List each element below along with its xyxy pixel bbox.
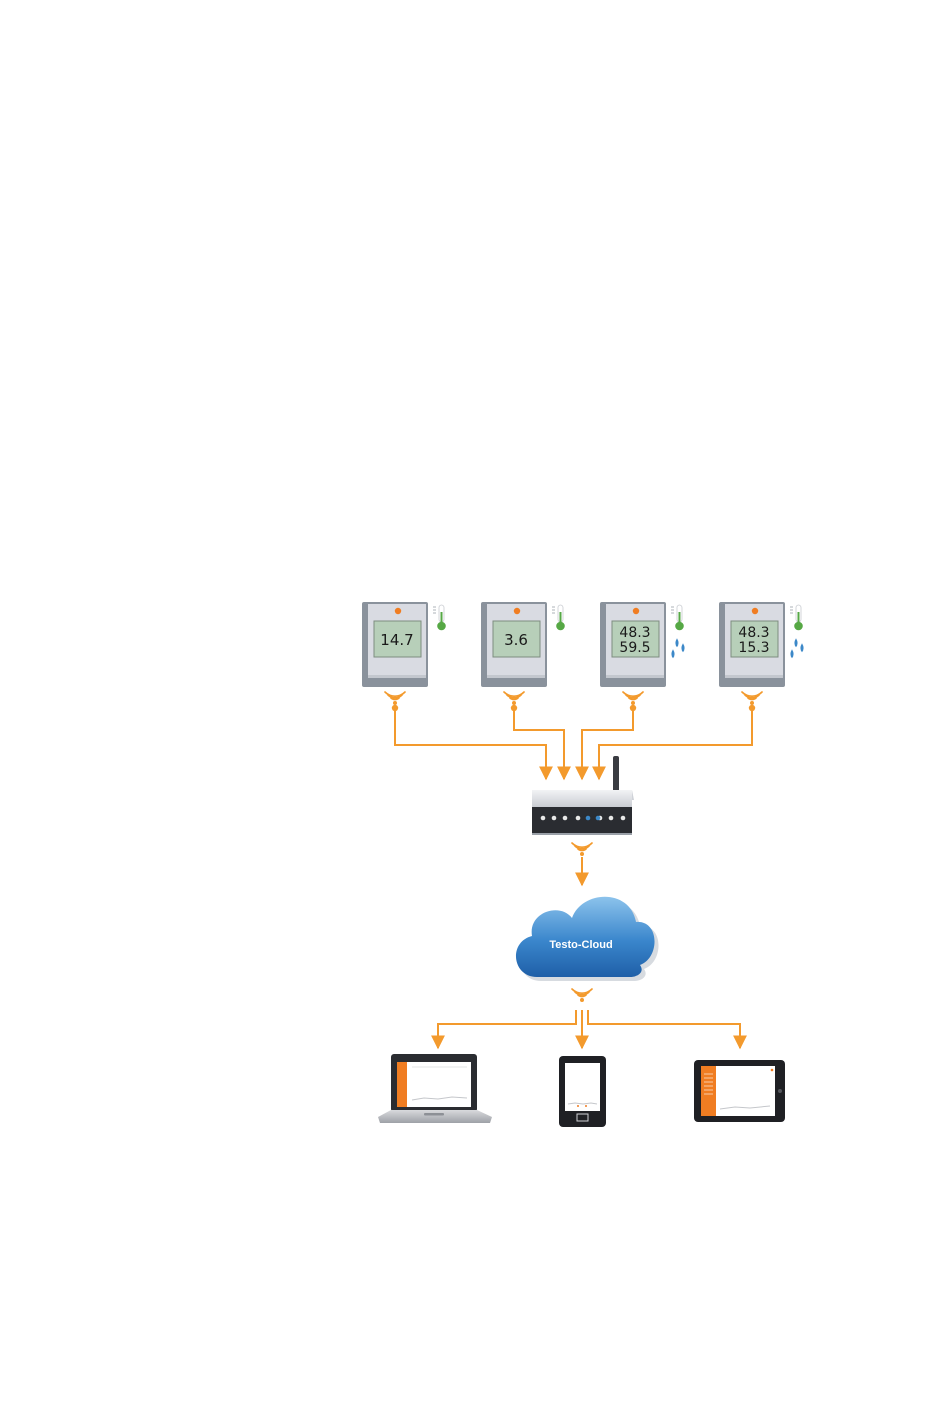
data-logger: 48.359.5 xyxy=(600,602,685,705)
connection-laptop xyxy=(438,1010,576,1048)
logger-reading: 59.5 xyxy=(619,640,650,656)
laptop-screen xyxy=(397,1062,471,1107)
data-logger: 48.315.3 xyxy=(719,602,804,705)
wifi-signal-icon xyxy=(572,989,592,1002)
brand-dot xyxy=(633,608,639,614)
logger-reading: 48.3 xyxy=(738,625,769,641)
router-front-panel xyxy=(532,807,632,833)
logger-router-connections xyxy=(395,708,752,779)
connection-logger-3 xyxy=(582,708,633,779)
cloud-icon xyxy=(516,897,655,977)
connection-logger-2 xyxy=(514,708,564,779)
water-drop-icon xyxy=(794,638,797,647)
smartphone xyxy=(559,1056,606,1127)
data-logger: 3.6 xyxy=(481,602,565,705)
thermometer-icon xyxy=(433,605,446,630)
wifi-signal-icon xyxy=(504,692,524,705)
water-drop-icon xyxy=(790,649,793,658)
logger-reading: 15.3 xyxy=(738,640,769,656)
logger-reading: 14.7 xyxy=(380,631,413,649)
connection-logger-4 xyxy=(599,708,752,779)
cloud-label: Testo-Cloud xyxy=(549,939,612,951)
wifi-signal-icon xyxy=(385,692,405,705)
wifi-signal-icon xyxy=(572,843,592,856)
connection-tablet xyxy=(588,1010,740,1048)
water-drop-icon xyxy=(800,643,803,652)
thermometer-icon xyxy=(671,605,684,630)
data-logger: 14.7 xyxy=(362,602,446,705)
wifi-signal-icon xyxy=(742,692,762,705)
thermometer-icon xyxy=(552,605,565,630)
brand-dot xyxy=(752,608,758,614)
water-drop-icon xyxy=(675,638,678,647)
logger-reading: 48.3 xyxy=(619,625,650,641)
thermometer-icon xyxy=(790,605,803,630)
brand-dot xyxy=(395,608,401,614)
tablet xyxy=(694,1060,785,1122)
logger-reading: 3.6 xyxy=(504,631,528,649)
cloud-device-connections xyxy=(438,1010,740,1048)
cloud: Testo-Cloud xyxy=(516,897,659,981)
wifi-signal-icon xyxy=(623,692,643,705)
laptop xyxy=(378,1054,492,1123)
brand-dot xyxy=(514,608,520,614)
water-drop-icon xyxy=(681,643,684,652)
water-drop-icon xyxy=(671,649,674,658)
connection-logger-1 xyxy=(395,708,546,779)
